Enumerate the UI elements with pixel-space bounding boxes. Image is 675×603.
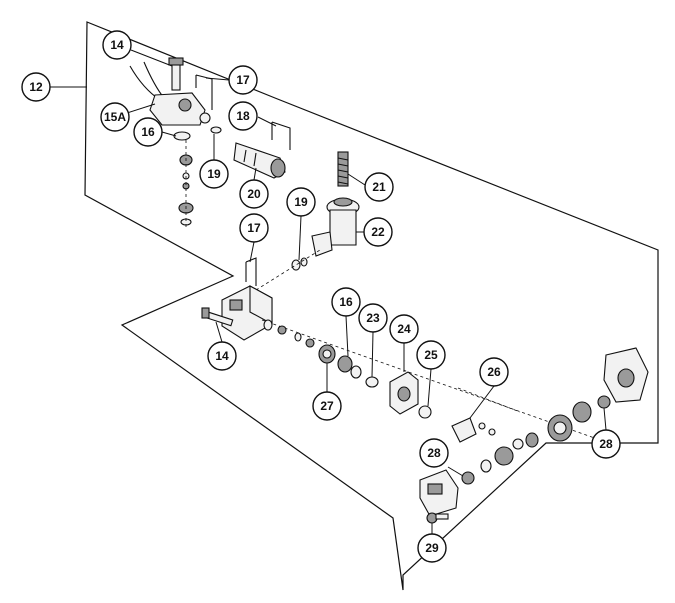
svg-text:12: 12 <box>29 80 43 94</box>
svg-text:16: 16 <box>339 295 353 309</box>
part-16-oring-top <box>173 131 191 141</box>
part-18-clip <box>271 121 291 150</box>
svg-text:19: 19 <box>294 195 308 209</box>
svg-text:25: 25 <box>424 348 438 362</box>
part-19-oring-b2 <box>300 257 308 267</box>
callout-12: 12 <box>21 72 51 102</box>
part-20-injector <box>233 142 286 179</box>
callout-17-mid: 17 <box>239 213 269 243</box>
svg-text:20: 20 <box>247 187 261 201</box>
bottom-cover <box>419 469 459 517</box>
wire-harness-2 <box>143 61 165 99</box>
svg-text:23: 23 <box>366 311 380 325</box>
svg-text:28: 28 <box>599 437 613 451</box>
part-14-screw-top <box>168 57 184 91</box>
svg-text:27: 27 <box>320 399 334 413</box>
housing-block <box>221 285 273 341</box>
part-26-shaft-group <box>451 387 539 466</box>
part-19-oring-a <box>210 126 222 134</box>
svg-text:22: 22 <box>371 225 385 239</box>
callout-24: 24 <box>389 314 419 344</box>
part-28-bearing-right <box>597 395 611 409</box>
part-19-oring-b1 <box>291 259 301 271</box>
svg-text:28: 28 <box>427 446 441 460</box>
svg-text:26: 26 <box>487 365 501 379</box>
part-22-fitting <box>311 197 360 257</box>
svg-text:29: 29 <box>425 541 439 555</box>
svg-text:19: 19 <box>207 167 221 181</box>
part-15a-sensor <box>149 92 211 126</box>
callout-15a: 15A <box>100 102 130 132</box>
part-21-spring <box>337 151 349 187</box>
callout-14-mid: 14 <box>207 341 237 371</box>
part-washer-6 <box>480 459 492 473</box>
callout-29: 29 <box>417 533 447 563</box>
callout-20: 20 <box>239 179 269 209</box>
callout-27: 27 <box>312 391 342 421</box>
part-14-screw-mid <box>201 307 234 327</box>
callout-18: 18 <box>228 101 258 131</box>
leader-lines <box>123 49 607 534</box>
svg-text:21: 21 <box>372 180 386 194</box>
part-24-flange <box>389 371 419 415</box>
callout-19-mid: 19 <box>286 187 316 217</box>
part-25-oring <box>418 405 432 419</box>
callout-21: 21 <box>364 172 394 202</box>
axis-line-upper <box>255 249 321 291</box>
gear-assembly <box>547 401 592 442</box>
svg-text:24: 24 <box>397 322 411 336</box>
part-nut-3 <box>305 338 315 348</box>
part-29-screw <box>426 512 449 524</box>
svg-text:15A: 15A <box>104 110 126 124</box>
svg-text:14: 14 <box>110 38 124 52</box>
svg-text:18: 18 <box>236 109 250 123</box>
part-28-bearing-left <box>461 471 475 485</box>
part-washer-4 <box>294 332 302 342</box>
callout-19-top: 19 <box>199 159 229 189</box>
callout-14-top: 14 <box>102 30 132 60</box>
part-washer-5 <box>350 365 362 379</box>
svg-text:17: 17 <box>236 73 250 87</box>
callout-28-left: 28 <box>419 438 449 468</box>
part-27-bearing-inner <box>322 349 332 359</box>
callout-22: 22 <box>363 217 393 247</box>
callout-26: 26 <box>479 357 509 387</box>
svg-text:16: 16 <box>141 125 155 139</box>
part-17-clip-mid <box>245 257 257 286</box>
part-16-oring-mid <box>337 355 353 373</box>
rear-cover <box>603 347 649 403</box>
part-washer-3 <box>263 319 273 331</box>
callout-25: 25 <box>416 340 446 370</box>
assembly-frame <box>84 21 659 591</box>
callout-23: 23 <box>358 303 388 333</box>
svg-text:14: 14 <box>215 349 229 363</box>
svg-text:17: 17 <box>247 221 261 235</box>
part-23-ring <box>365 376 379 388</box>
callout-28-right: 28 <box>591 429 621 459</box>
callout-16-top: 16 <box>133 117 163 147</box>
callout-16-mid: 16 <box>331 287 361 317</box>
callout-17-top: 17 <box>228 65 258 95</box>
part-spring-2 <box>277 325 287 335</box>
